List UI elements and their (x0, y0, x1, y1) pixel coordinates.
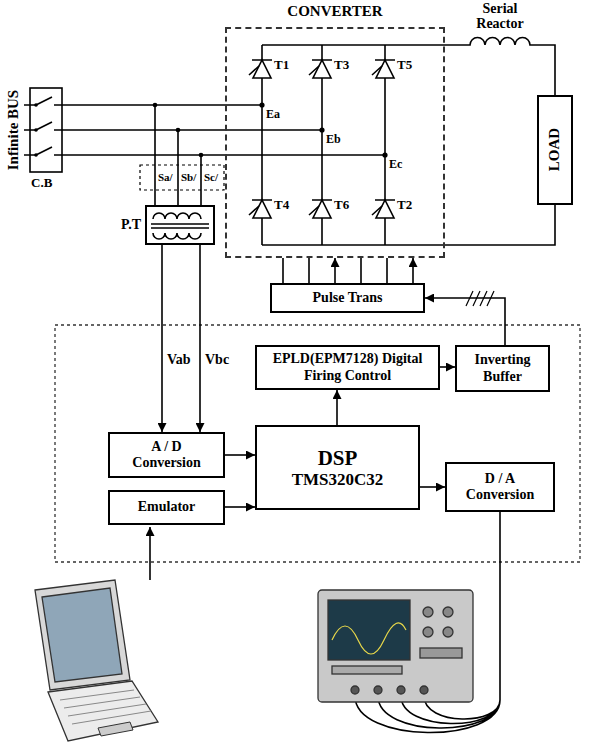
junction-dots (34, 102, 387, 157)
switch-label: Sb/ (181, 171, 196, 183)
thyristor-label: T5 (397, 58, 412, 72)
pt-box: P.T (145, 205, 215, 245)
node-title: EPLD(EPM7128) Digital Firing Control (273, 351, 423, 383)
thyristor-gate (249, 60, 272, 75)
switch-box (140, 165, 224, 190)
load-box: LOAD (537, 95, 573, 205)
thyristor-bridge (249, 45, 395, 245)
node-title: P.T (121, 217, 141, 233)
connector (420, 486, 445, 488)
signal-label: Vab (166, 352, 192, 367)
node-title: LOAD (546, 128, 563, 171)
node-title: Pulse Trans (313, 290, 383, 306)
phase-label: Eb (326, 133, 341, 146)
epld-box: EPLD(EPM7128) Digital Firing Control (255, 345, 440, 390)
thyristor-gate (372, 60, 395, 75)
node-title: Emulator (138, 499, 196, 515)
node-title: CONVERTER (227, 3, 443, 20)
connector (336, 390, 338, 425)
thyristor-gate (309, 60, 332, 75)
switch-label: Sc/ (204, 171, 218, 183)
node-title: DSP (318, 446, 358, 470)
thyristor-gate (309, 200, 332, 215)
adc-box: A / D Conversion (108, 432, 225, 478)
thyristor-label: T6 (334, 198, 349, 212)
dac-box: D / A Conversion (445, 462, 555, 512)
node-title: A / D Conversion (119, 439, 214, 471)
connector (161, 245, 163, 432)
buffer-box: Inverting Buffer (455, 345, 550, 392)
thyristor-label: T3 (334, 58, 349, 72)
controller-board (55, 325, 580, 562)
laptop-link (149, 527, 151, 580)
power-wiring (24, 38, 580, 733)
connector (445, 205, 555, 245)
phase-label: Ec (389, 158, 402, 171)
breaker-label: C.B (31, 176, 52, 190)
thyristor-label: T2 (397, 198, 412, 212)
pulse-trans-box: Pulse Trans (270, 283, 425, 313)
thyristor-gate (372, 200, 395, 215)
node-title: Inverting Buffer (463, 352, 542, 384)
node-subtitle: TMS320C32 (292, 470, 384, 490)
thyristor-label: T4 (274, 198, 289, 212)
connector (334, 258, 336, 283)
thyristor-label: T1 (274, 58, 289, 72)
connector (425, 298, 505, 345)
signal-label: Vbc (204, 352, 230, 367)
bus-label: Infinite BUS (5, 90, 22, 170)
dc-rail-bottom (262, 244, 445, 246)
connector (199, 245, 201, 432)
dsp-box: DSPTMS320C32 (255, 425, 420, 510)
laptop-icon (35, 580, 158, 741)
oscilloscope-icon (318, 590, 473, 702)
reactor-label: Serial Reactor (466, 1, 534, 31)
bus-line-c (24, 147, 385, 155)
reactor-wire (262, 38, 555, 95)
thyristor-gate (249, 200, 272, 215)
connector (225, 454, 255, 456)
connector (225, 506, 255, 508)
node-title: D / A Conversion (454, 471, 546, 503)
switch-label: Sa/ (158, 171, 173, 183)
firing-pulse-lines (283, 258, 413, 283)
bus-line-b (24, 122, 322, 130)
phase-label: Ea (266, 108, 280, 121)
connector (440, 366, 455, 368)
transformer-symbol (151, 213, 209, 239)
emulator-box: Emulator (108, 490, 225, 525)
